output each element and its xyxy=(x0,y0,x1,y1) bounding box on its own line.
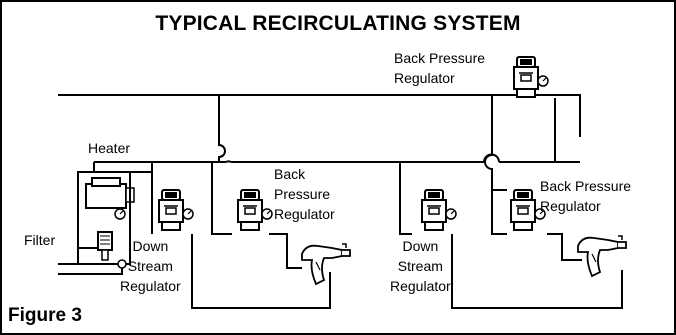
label-line: Regulator xyxy=(540,198,601,214)
spray-gun-icon xyxy=(301,243,351,285)
label-line: Back Pressure xyxy=(394,50,486,66)
filter-icon xyxy=(97,231,127,269)
mid-bpr-supply xyxy=(211,162,232,235)
label-line: Regulator xyxy=(390,278,451,294)
pressure-regulator-icon xyxy=(421,189,457,231)
pressure-regulator-icon xyxy=(158,189,194,231)
figure-label: Figure 3 xyxy=(8,305,82,326)
right-bpr-return xyxy=(547,233,582,261)
upper-loop-left-drop xyxy=(218,95,226,162)
diagram-title: TYPICAL RECIRCULATING SYSTEM xyxy=(155,12,521,35)
label-heater: Heater xyxy=(88,140,131,156)
label-line: Regulator xyxy=(394,70,455,86)
label-line: Regulator xyxy=(274,206,335,222)
label-filter: Filter xyxy=(24,232,56,248)
label-line: Regulator xyxy=(120,278,181,294)
label-line: Down xyxy=(402,238,439,254)
middle-crossover-left xyxy=(225,160,232,163)
upper-loop-right-drop xyxy=(484,95,507,191)
label-down-stream-left: Down Stream Regulator xyxy=(120,236,181,296)
label-line: Back Pressure xyxy=(540,178,632,194)
label-back-pressure-mid: Back Pressure Regulator xyxy=(274,164,335,224)
right-bpr-supply xyxy=(491,190,507,235)
label-line: Pressure xyxy=(274,186,331,202)
label-line: Back xyxy=(274,166,306,182)
right-ds-return xyxy=(451,234,623,309)
right-ds-supply xyxy=(399,162,412,235)
spray-gun-icon xyxy=(577,235,627,277)
label-back-pressure-right: Back Pressure Regulator xyxy=(540,176,631,216)
label-line: Stream xyxy=(397,258,443,274)
middle-crossover-right xyxy=(483,153,500,163)
mid-bpr-return xyxy=(269,233,302,269)
left-ds-return xyxy=(191,234,331,309)
label-line: Down xyxy=(132,238,169,254)
top-supply-line xyxy=(58,94,581,137)
heater-icon xyxy=(77,171,135,265)
label-down-stream-right: Down Stream Regulator xyxy=(390,236,451,296)
pressure-regulator-icon xyxy=(513,56,549,98)
label-line: Stream xyxy=(127,258,173,274)
pressure-regulator-icon xyxy=(237,189,273,231)
label-back-pressure-top: Back Pressure Regulator xyxy=(394,48,485,88)
